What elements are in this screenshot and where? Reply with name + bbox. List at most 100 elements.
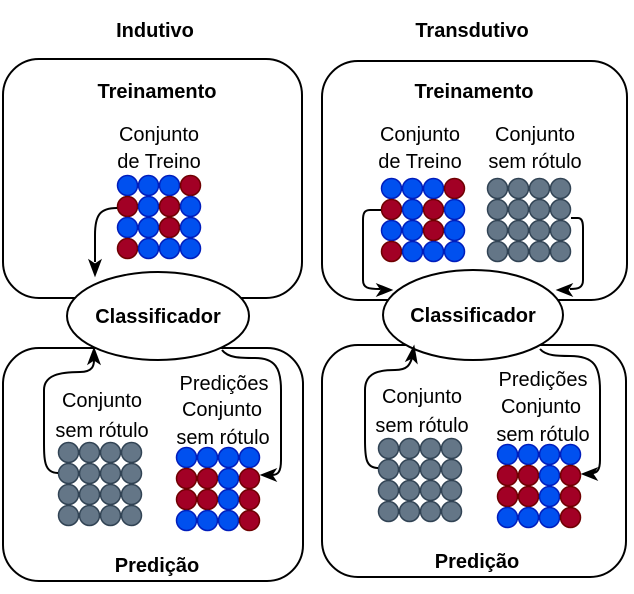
sample-gray-circle	[507, 219, 530, 242]
arrowhead-icon	[580, 466, 599, 482]
sample-blue-circle	[137, 174, 160, 197]
train-set-grid-inductive	[116, 174, 202, 260]
sample-gray-circle	[549, 219, 572, 242]
edge-train-to-classifier-transductive	[362, 209, 381, 290]
classifier-label-inductive: Classificador	[95, 306, 221, 328]
predictions-label-line3-inductive: sem rótulo	[176, 427, 269, 449]
classifier-node-transductive[interactable]	[382, 269, 564, 361]
sample-gray-circle	[78, 462, 101, 485]
sample-red-circle	[175, 488, 198, 511]
sample-gray-circle	[57, 462, 80, 485]
sample-blue-circle	[116, 174, 139, 197]
unlabeled-train-label-line2-transductive: sem rótulo	[488, 151, 581, 173]
sample-blue-circle	[517, 506, 540, 529]
sample-blue-circle	[179, 237, 202, 260]
predictions-label-line3-transductive: sem rótulo	[496, 424, 589, 446]
sample-gray-circle	[377, 479, 400, 502]
sample-red-circle	[559, 464, 582, 487]
arrowhead-icon	[87, 258, 103, 278]
sample-gray-circle	[57, 441, 80, 464]
sample-red-circle	[238, 467, 261, 490]
training-title-transductive: Treinamento	[415, 81, 534, 103]
edge-classifier-to-predictions-inductive	[221, 349, 282, 476]
sample-gray-circle	[398, 458, 421, 481]
edge-unlabeled-to-classifier-pred-transductive	[364, 357, 413, 469]
sample-blue-circle	[217, 446, 240, 469]
sample-blue-circle	[422, 177, 445, 200]
sample-red-circle	[496, 464, 519, 487]
unlabeled-set-grid-transductive	[377, 437, 463, 523]
edge-classifier-to-predictions-transductive	[539, 348, 601, 474]
arrowhead-icon	[375, 282, 394, 298]
sample-blue-circle	[517, 443, 540, 466]
sample-gray-circle	[549, 177, 572, 200]
sample-red-circle	[422, 219, 445, 242]
sample-blue-circle	[538, 464, 561, 487]
sample-red-circle	[443, 177, 466, 200]
sample-red-circle	[238, 488, 261, 511]
sample-blue-circle	[158, 174, 181, 197]
sample-blue-circle	[158, 237, 181, 260]
edge-unlabeled-to-classifier-transductive	[569, 217, 584, 290]
predictions-label-line2-transductive: Conjunto	[501, 396, 581, 418]
sample-red-circle	[496, 485, 519, 508]
sample-blue-circle	[401, 198, 424, 221]
train-set-label-line1-transductive: Conjunto	[380, 124, 460, 146]
sample-blue-circle	[175, 509, 198, 532]
unlabeled-set-grid-inductive	[57, 441, 143, 527]
sample-gray-circle	[99, 462, 122, 485]
panel-title-transductive: Transdutivo	[415, 20, 528, 42]
sample-red-circle	[179, 174, 202, 197]
arrowhead-icon	[404, 344, 418, 365]
sample-blue-circle	[401, 240, 424, 263]
sample-red-circle	[422, 198, 445, 221]
sample-gray-circle	[398, 437, 421, 460]
train-set-grid-transductive	[380, 177, 466, 263]
train-set-label-line2-inductive: de Treino	[117, 151, 200, 173]
classifier-node-inductive[interactable]	[66, 271, 250, 361]
sample-gray-circle	[528, 177, 551, 200]
sample-gray-circle	[549, 198, 572, 221]
arrowhead-icon	[259, 467, 278, 483]
sample-gray-circle	[99, 441, 122, 464]
edge-unlabeled-to-classifier-inductive	[43, 359, 95, 474]
sample-gray-circle	[57, 504, 80, 527]
sample-gray-circle	[440, 479, 463, 502]
sample-gray-circle	[78, 504, 101, 527]
sample-gray-circle	[486, 219, 509, 242]
sample-gray-circle	[398, 479, 421, 502]
sample-gray-circle	[99, 483, 122, 506]
sample-blue-circle	[196, 446, 219, 469]
sample-blue-circle	[179, 216, 202, 239]
sample-gray-circle	[507, 198, 530, 221]
edge-train-to-classifier-inductive	[94, 207, 118, 262]
sample-gray-circle	[528, 240, 551, 263]
panel-title-inductive: Indutivo	[116, 20, 194, 42]
sample-blue-circle	[496, 443, 519, 466]
unlabeled-set-label-line1-inductive: Conjunto	[62, 390, 142, 412]
sample-red-circle	[196, 467, 219, 490]
sample-blue-circle	[401, 219, 424, 242]
sample-gray-circle	[507, 177, 530, 200]
sample-red-circle	[517, 464, 540, 487]
prediction-title-inductive: Predição	[115, 555, 199, 577]
sample-red-circle	[175, 467, 198, 490]
sample-red-circle	[238, 509, 261, 532]
sample-blue-circle	[559, 443, 582, 466]
sample-gray-circle	[419, 500, 442, 523]
sample-red-circle	[116, 237, 139, 260]
predictions-label-line1-transductive: Predições	[499, 369, 588, 391]
sample-blue-circle	[496, 506, 519, 529]
sample-blue-circle	[443, 240, 466, 263]
sample-red-circle	[380, 198, 403, 221]
sample-gray-circle	[57, 483, 80, 506]
sample-gray-circle	[440, 458, 463, 481]
sample-gray-circle	[528, 219, 551, 242]
sample-blue-circle	[217, 467, 240, 490]
sample-gray-circle	[377, 500, 400, 523]
sample-blue-circle	[179, 195, 202, 218]
sample-gray-circle	[377, 458, 400, 481]
sample-gray-circle	[549, 240, 572, 263]
sample-blue-circle	[137, 237, 160, 260]
